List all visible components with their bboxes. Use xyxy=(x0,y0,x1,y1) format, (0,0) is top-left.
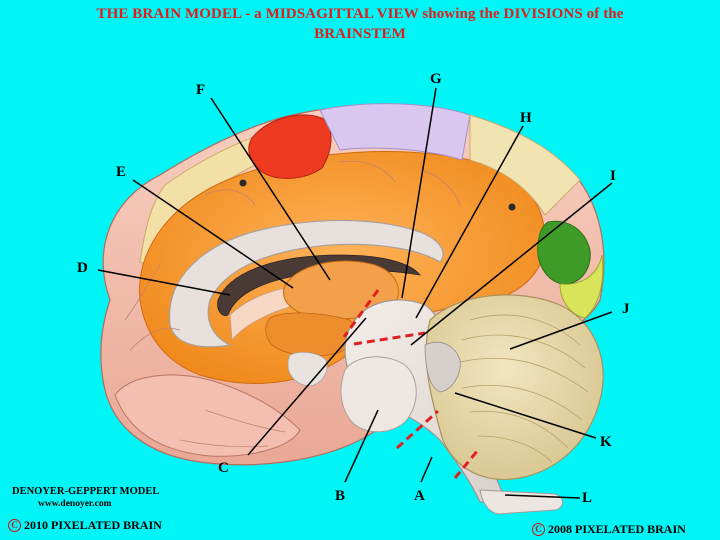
cerebellum xyxy=(425,294,604,480)
occipital-tip xyxy=(559,254,604,319)
label-D: D xyxy=(77,260,88,276)
leader-lines xyxy=(97,87,613,499)
leader-line-A xyxy=(420,456,433,483)
title-line-1: THE BRAIN MODEL - a MIDSAGITTAL VIEW sho… xyxy=(96,6,624,22)
copyright-right-text: 2008 PIXELATED BRAIN xyxy=(548,522,686,536)
leader-line-C xyxy=(247,317,367,456)
pituitary-region xyxy=(287,351,328,387)
division-line-medulla xyxy=(453,449,480,479)
leader-line-E xyxy=(132,179,294,289)
label-L: L xyxy=(582,490,592,506)
label-E: E xyxy=(116,164,126,180)
leader-line-B xyxy=(344,409,379,483)
leader-line-D xyxy=(97,269,231,296)
copyright-left: C 2010 PIXELATED BRAIN xyxy=(8,518,162,533)
label-C: C xyxy=(218,460,229,476)
diagram-title: THE BRAIN MODEL - a MIDSAGITTAL VIEW sho… xyxy=(0,4,720,44)
hypothalamus xyxy=(265,312,356,357)
model-peg xyxy=(508,203,516,211)
label-K: K xyxy=(600,434,612,450)
spinal-cord xyxy=(479,489,563,515)
label-I: I xyxy=(610,168,616,184)
label-F: F xyxy=(196,82,205,98)
leader-line-L xyxy=(504,494,581,499)
label-H: H xyxy=(520,110,532,126)
cerebellum-folia xyxy=(459,314,589,463)
pons xyxy=(340,356,417,433)
leader-line-G xyxy=(401,87,437,299)
copyright-left-text: 2010 PIXELATED BRAIN xyxy=(24,518,162,532)
temporal-lobe xyxy=(114,374,301,457)
fourth-ventricle xyxy=(424,341,461,393)
label-J: J xyxy=(622,301,630,317)
model-maker: DENOYER-GEPPERT MODEL xyxy=(12,486,160,497)
brainstem-division-lines xyxy=(342,289,480,479)
leader-line-I xyxy=(410,182,613,346)
title-line-2: BRAINSTEM xyxy=(314,26,406,42)
leader-line-K xyxy=(454,392,597,439)
division-line-diencephalon xyxy=(342,289,380,338)
copyright-icon: C xyxy=(8,519,21,532)
leader-line-J xyxy=(509,311,613,350)
copyright-right: C 2008 PIXELATED BRAIN xyxy=(532,522,686,537)
division-line-midbrain xyxy=(353,331,426,346)
occipital-strip xyxy=(469,114,581,216)
corpus-callosum xyxy=(168,219,444,348)
leader-line-F xyxy=(210,97,331,281)
model-peg xyxy=(239,179,247,187)
leader-line-H xyxy=(415,125,524,319)
division-line-pons xyxy=(395,409,440,450)
label-G: G xyxy=(430,71,442,87)
cortex-gyri xyxy=(124,160,461,448)
label-A: A xyxy=(414,488,425,504)
model-maker-url: www.denoyer.com xyxy=(38,499,112,509)
label-B: B xyxy=(335,488,345,504)
copyright-icon: C xyxy=(532,523,545,536)
parietal-area xyxy=(319,103,471,161)
